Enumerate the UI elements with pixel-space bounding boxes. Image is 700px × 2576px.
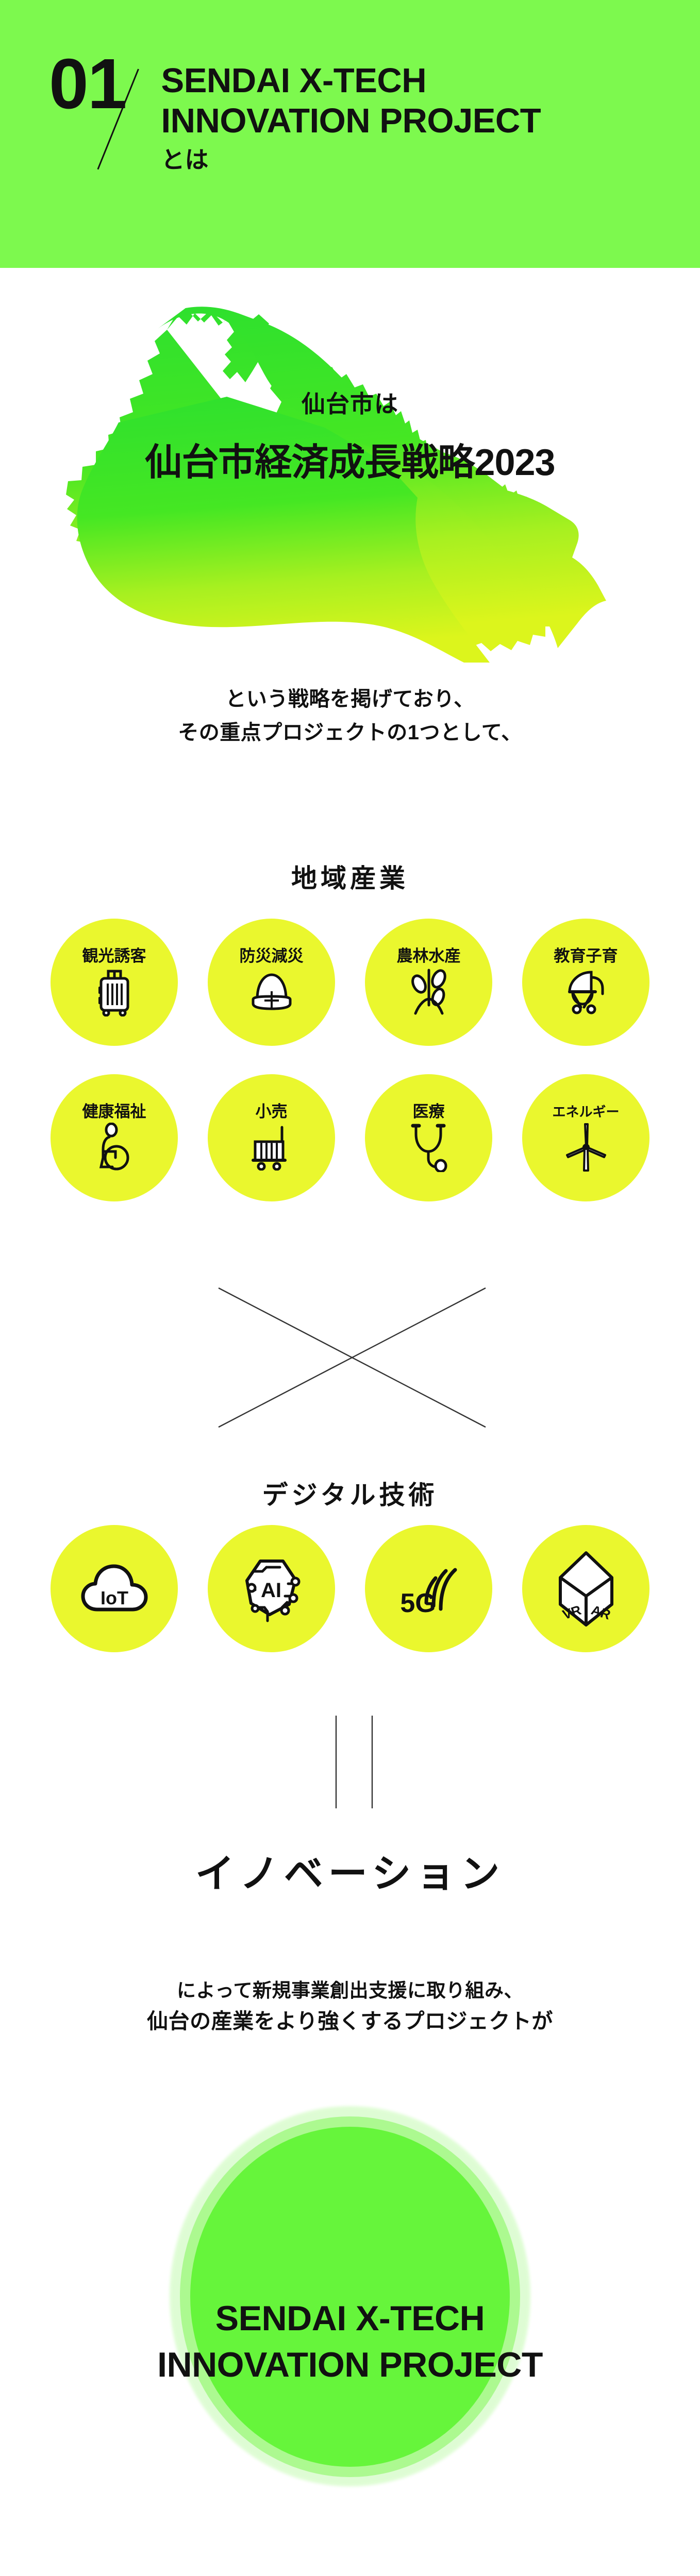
stethoscope-icon xyxy=(404,1123,454,1172)
header-banner: 01 SENDAI X-TECH INNOVATION PROJECT とは xyxy=(0,0,700,268)
equals-connector-icon xyxy=(335,1716,373,1808)
industry-bubble-label: 防災減災 xyxy=(239,947,304,965)
digital-bubble-vrar[interactable]: VR AR xyxy=(522,1525,649,1652)
helmet-icon xyxy=(247,967,296,1016)
industry-bubble-label: 観光誘客 xyxy=(82,947,146,965)
wifi-5g-icon: 5G xyxy=(393,1553,465,1625)
industry-bubble-label: 医療 xyxy=(412,1103,445,1121)
svg-text:IoT: IoT xyxy=(101,1587,128,1608)
industry-bubble-label: 健康福祉 xyxy=(82,1103,146,1121)
innovation-title: イノベーション xyxy=(195,1852,505,1896)
industry-bubble-label: 教育子育 xyxy=(554,947,618,965)
digital-tech-row: IoT xyxy=(0,1525,700,1652)
closing-line-1: によって新規事業創出支援に取り組み、 xyxy=(176,1980,524,2001)
wheelchair-icon xyxy=(90,1123,139,1172)
digital-bubble-5g[interactable]: 5G xyxy=(365,1525,492,1652)
vr-ar-cube-icon: VR AR xyxy=(550,1551,622,1626)
industry-bubble-energy[interactable]: エネルギー xyxy=(522,1074,649,1201)
svg-text:AI: AI xyxy=(261,1579,281,1602)
industry-bubble-agriculture[interactable]: 農林水産 xyxy=(365,919,492,1046)
suitcase-icon xyxy=(90,967,139,1016)
header-title-line-1: SENDAI X-TECH xyxy=(161,61,427,100)
industry-bubble-welfare[interactable]: 健康福祉 xyxy=(51,1074,178,1201)
map-caption-big: 仙台市経済成長戦略2023 xyxy=(145,442,555,483)
industry-bubble-medical[interactable]: 医療 xyxy=(365,1074,492,1201)
industry-bubble-education[interactable]: 教育子育 xyxy=(522,919,649,1046)
lead-paragraph: という戦略を掲げており、 その重点プロジェクトの1つとして、 xyxy=(0,683,700,750)
cross-connector-icon xyxy=(218,1287,486,1428)
industry-bubble-retail[interactable]: 小売 xyxy=(208,1074,335,1201)
industry-row-2: 健康福祉 小売 xyxy=(0,1074,700,1201)
industry-bubble-label: エネルギー xyxy=(552,1104,620,1120)
header-content: 01 SENDAI X-TECH INNOVATION PROJECT とは xyxy=(49,46,683,175)
shopping-cart-icon xyxy=(247,1123,296,1172)
hero-circle xyxy=(190,2127,510,2467)
cloud-iot-icon: IoT xyxy=(78,1553,151,1625)
industry-bubble-tourism[interactable]: 観光誘客 xyxy=(51,919,178,1046)
industry-row-1: 観光誘客 xyxy=(0,919,700,1046)
sendai-city-map-icon xyxy=(66,307,606,663)
stroller-icon xyxy=(561,967,611,1016)
lead-line-2: その重点プロジェクトの1つとして、 xyxy=(178,721,522,744)
wind-turbine-icon xyxy=(561,1122,611,1172)
header-title-group: SENDAI X-TECH INNOVATION PROJECT とは xyxy=(161,46,541,175)
header-title-suffix: とは xyxy=(161,146,209,174)
map-section: 仙台市は 仙台市経済成長戦略2023 xyxy=(0,278,700,690)
industry-bubble-label: 小売 xyxy=(255,1103,288,1121)
digital-bubble-ai[interactable]: AI xyxy=(208,1525,335,1652)
section-number: 01 xyxy=(49,44,127,124)
ai-chip-icon: AI xyxy=(236,1553,308,1625)
header-title-line-2: INNOVATION PROJECT xyxy=(161,101,541,140)
industry-heading: 地域産業 xyxy=(291,864,409,893)
industry-bubble-label: 農林水産 xyxy=(396,947,461,965)
plant-icon xyxy=(404,967,454,1016)
map-caption-small: 仙台市は xyxy=(302,391,398,417)
lead-line-1: という戦略を掲げており、 xyxy=(225,688,475,710)
svg-text:5G: 5G xyxy=(400,1588,436,1618)
digital-heading: デジタル技術 xyxy=(262,1481,438,1510)
digital-bubble-iot[interactable]: IoT xyxy=(51,1525,178,1652)
hero-title-line-1: SENDAI X-TECH xyxy=(215,2299,485,2338)
hero-title-group: SENDAI X-TECH INNOVATION PROJECT xyxy=(0,2296,700,2388)
slash-divider-icon xyxy=(126,46,158,149)
industry-bubble-disaster[interactable]: 防災減災 xyxy=(208,919,335,1046)
hero-title-line-2: INNOVATION PROJECT xyxy=(157,2345,543,2384)
closing-line-2: 仙台の産業をより強くするプロジェクトが xyxy=(147,2009,553,2033)
hero-section: SENDAI X-TECH INNOVATION PROJECT xyxy=(0,2087,700,2509)
closing-paragraph: によって新規事業創出支援に取り組み、 仙台の産業をより強くするプロジェクトが xyxy=(0,1976,700,2038)
